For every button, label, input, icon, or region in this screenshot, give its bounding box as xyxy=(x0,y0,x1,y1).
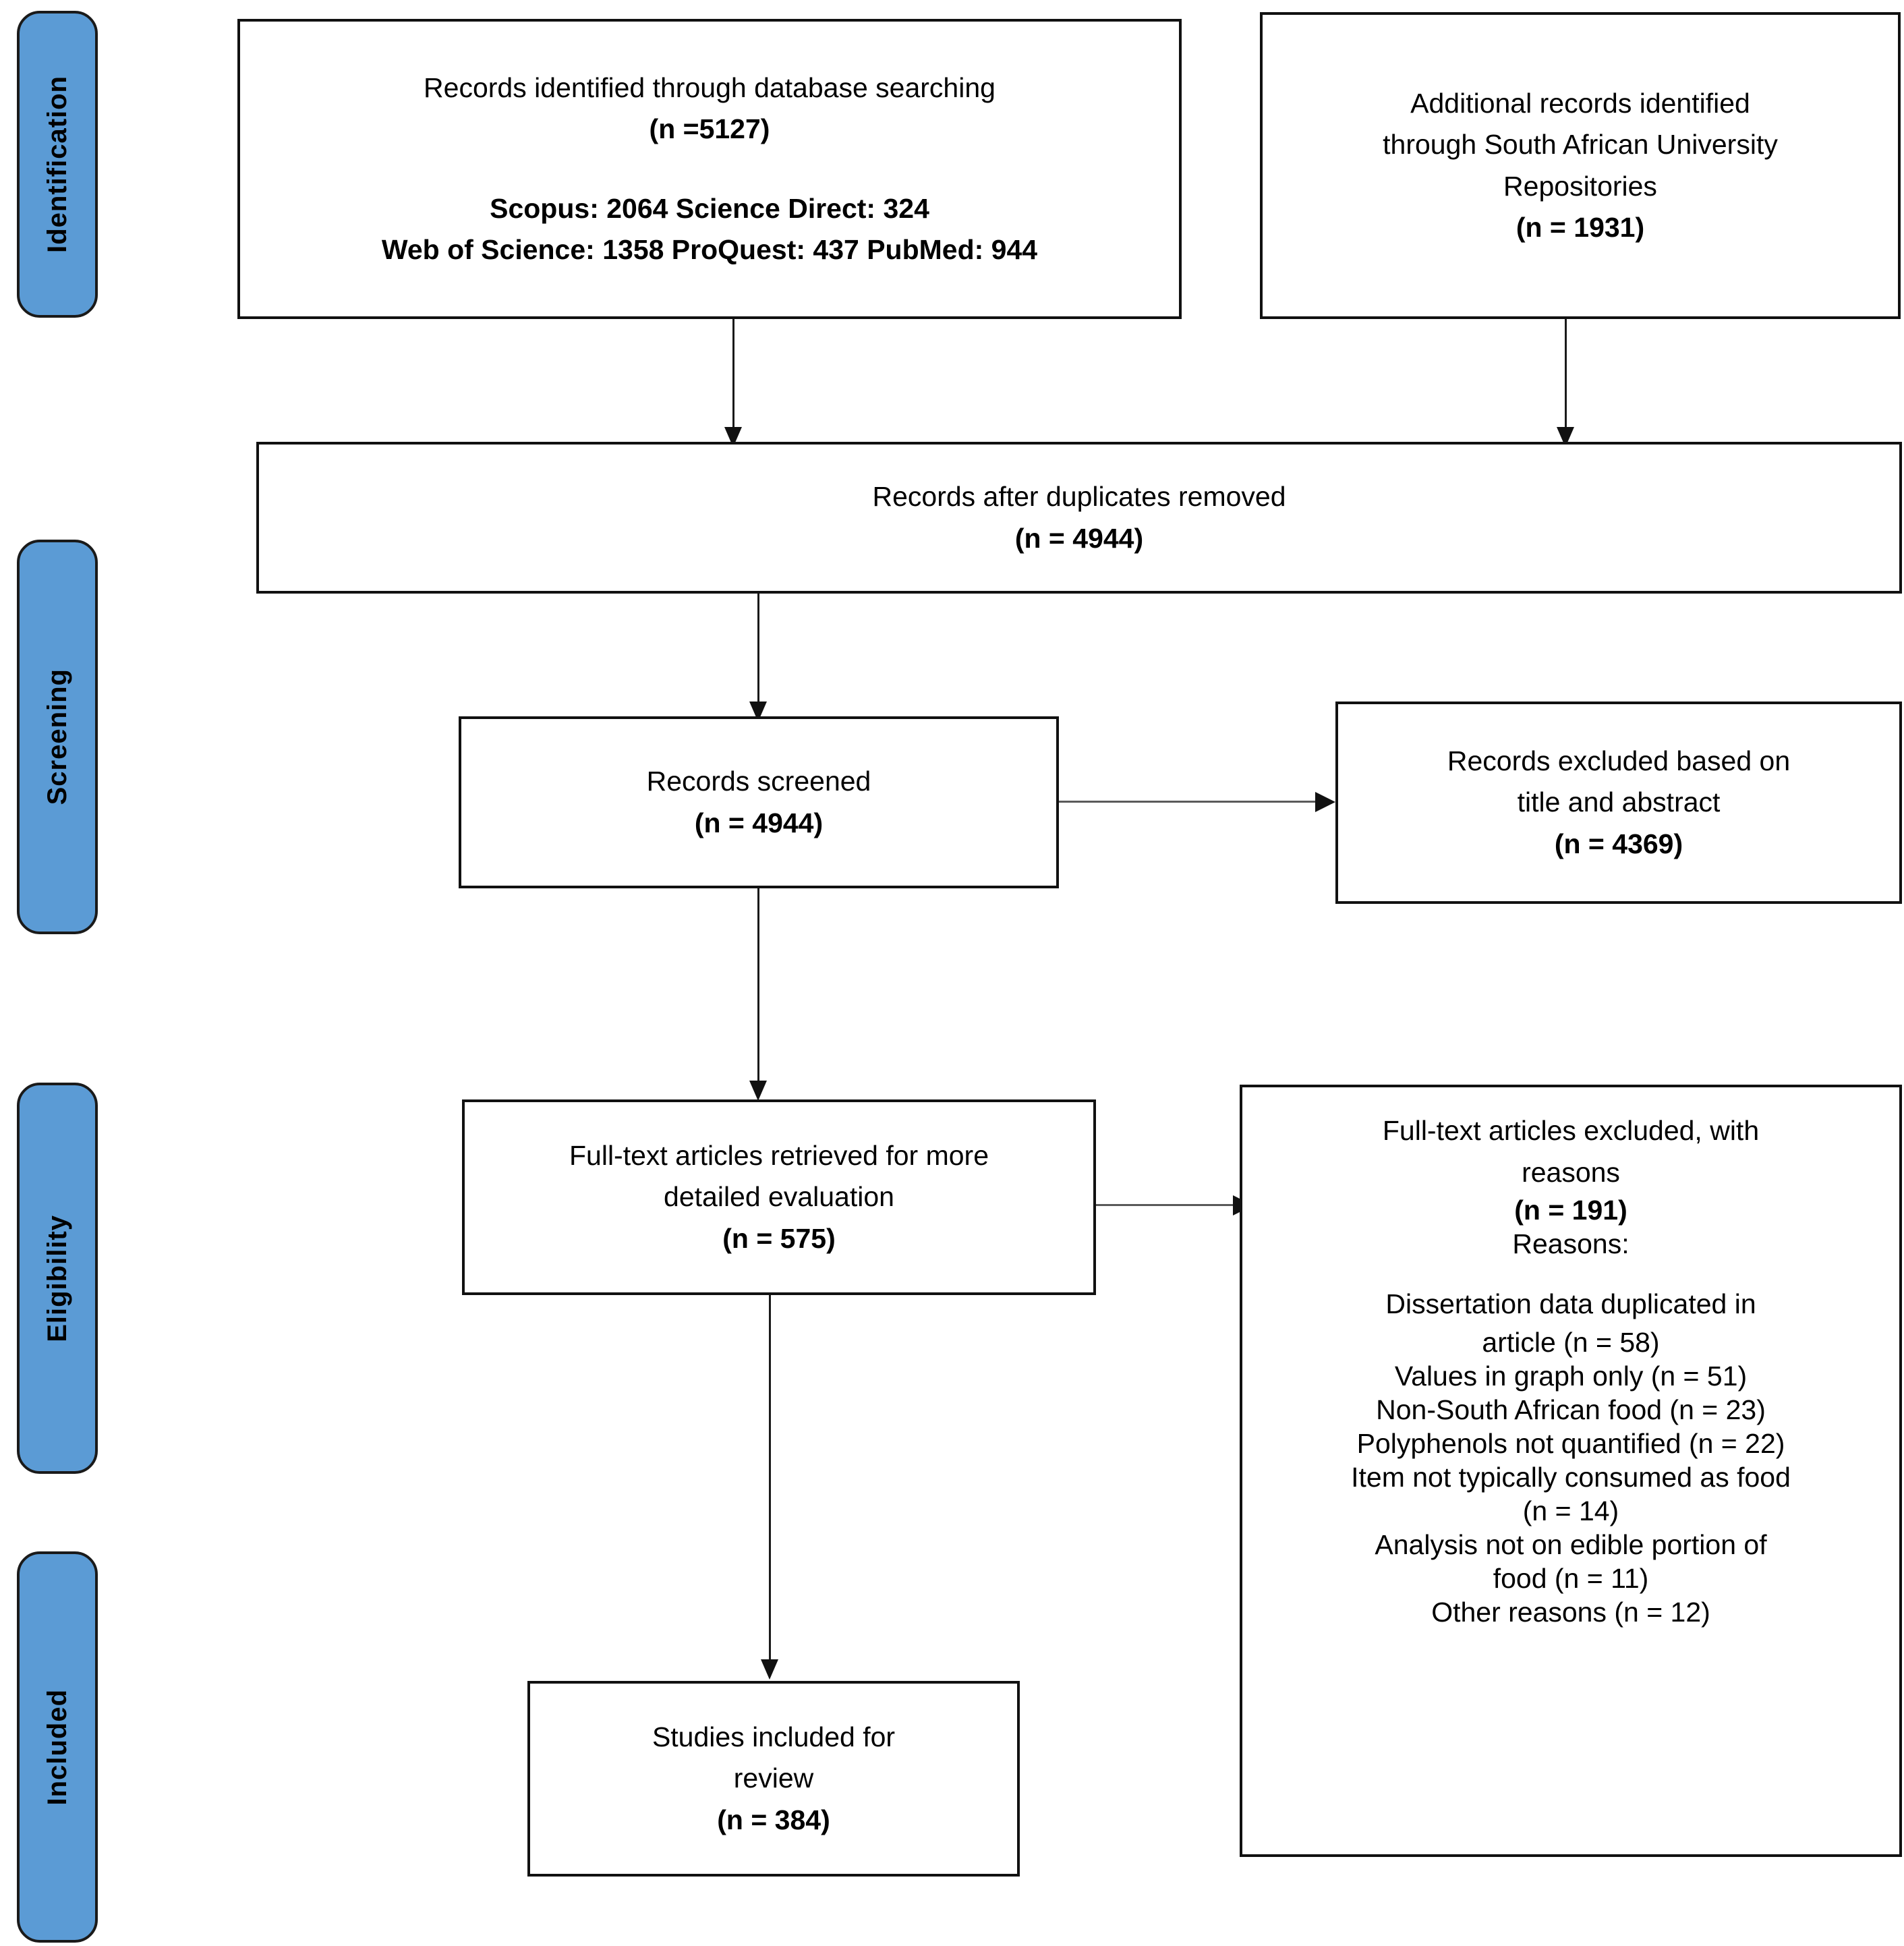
exclusion-reason-line: Non-South African food (n = 23) xyxy=(1376,1394,1766,1425)
fulltext-excluded-reasons-header: Reasons: xyxy=(1512,1228,1629,1260)
database-search-count: (n =5127) xyxy=(649,113,770,144)
connector-duplicates-to-screened xyxy=(757,594,759,712)
box-studies-included: Studies included for review (n = 384) xyxy=(527,1681,1020,1877)
stage-label-screening: Screening xyxy=(42,668,72,805)
fulltext-retrieved-count: (n = 575) xyxy=(722,1222,836,1254)
stage-label-included: Included xyxy=(42,1688,72,1806)
stage-pill-included: Included xyxy=(17,1551,98,1943)
stage-pill-screening: Screening xyxy=(17,540,98,934)
additional-records-line1: Additional records identified xyxy=(1410,87,1750,119)
box-records-excluded: Records excluded based on title and abst… xyxy=(1335,702,1902,904)
database-search-title: Records identified through database sear… xyxy=(424,71,996,103)
records-excluded-line2: title and abstract xyxy=(1517,786,1721,818)
box-additional-records: Additional records identified through So… xyxy=(1260,12,1901,319)
connector-fulltext-to-included xyxy=(769,1295,771,1669)
exclusion-reason-line: Item not typically consumed as food xyxy=(1351,1461,1791,1493)
fulltext-excluded-line1: Full-text articles excluded, with xyxy=(1382,1115,1760,1146)
studies-included-line2: review xyxy=(733,1763,814,1794)
database-search-sources-line1: Scopus: 2064 Science Direct: 324 xyxy=(490,192,929,224)
connector-fulltext-to-exclusions xyxy=(1096,1204,1234,1206)
box-fulltext-retrieved: Full-text articles retrieved for more de… xyxy=(462,1099,1096,1295)
connector-screened-to-excluded xyxy=(1059,801,1315,803)
exclusion-reason-line: Values in graph only (n = 51) xyxy=(1394,1360,1748,1392)
records-screened-title: Records screened xyxy=(646,766,871,797)
exclusion-reason-line: (n = 14) xyxy=(1522,1495,1619,1526)
fulltext-retrieved-line1: Full-text articles retrieved for more xyxy=(569,1139,989,1171)
connector-additional-to-duplicates xyxy=(1565,319,1567,437)
exclusion-reason-line: Dissertation data duplicated in xyxy=(1385,1288,1756,1320)
arrowhead-screened-to-fulltext xyxy=(749,1081,767,1101)
exclusion-reason-line: food (n = 11) xyxy=(1493,1562,1649,1594)
exclusion-reason-line: article (n = 58) xyxy=(1482,1326,1660,1358)
records-excluded-count: (n = 4369) xyxy=(1554,828,1683,859)
connector-screened-to-fulltext xyxy=(757,888,759,1091)
database-search-sources-line2: Web of Science: 1358 ProQuest: 437 PubMe… xyxy=(381,234,1038,265)
arrowhead-fulltext-to-included xyxy=(761,1659,778,1680)
exclusion-reason-line: Analysis not on edible portion of xyxy=(1375,1528,1767,1560)
duplicates-removed-title: Records after duplicates removed xyxy=(872,481,1286,512)
studies-included-line1: Studies included for xyxy=(652,1721,896,1752)
box-fulltext-excluded-reasons: Full-text articles excluded, with reason… xyxy=(1240,1085,1902,1857)
box-records-screened: Records screened (n = 4944) xyxy=(459,716,1059,888)
duplicates-removed-count: (n = 4944) xyxy=(1014,522,1144,554)
stage-label-identification: Identification xyxy=(42,76,72,253)
stage-pill-eligibility: Eligibility xyxy=(17,1083,98,1474)
records-excluded-line1: Records excluded based on xyxy=(1447,745,1791,776)
stage-label-eligibility: Eligibility xyxy=(42,1214,72,1342)
records-screened-count: (n = 4944) xyxy=(694,807,824,838)
exclusion-reason-line: Other reasons (n = 12) xyxy=(1431,1596,1710,1628)
fulltext-excluded-line2: reasons xyxy=(1522,1156,1620,1188)
additional-records-line3: Repositories xyxy=(1503,170,1657,202)
fulltext-excluded-count: (n = 191) xyxy=(1514,1195,1627,1226)
stage-pill-identification: Identification xyxy=(17,11,98,318)
connector-database-to-duplicates xyxy=(732,319,734,437)
fulltext-retrieved-line2: detailed evaluation xyxy=(664,1181,894,1213)
additional-records-line2: through South African University xyxy=(1383,129,1778,160)
box-records-identified-database: Records identified through database sear… xyxy=(237,19,1182,319)
arrowhead-screened-to-excluded xyxy=(1315,792,1335,812)
studies-included-count: (n = 384) xyxy=(717,1804,830,1835)
additional-records-count: (n = 1931) xyxy=(1516,212,1645,243)
exclusion-reason-line: Polyphenols not quantified (n = 22) xyxy=(1356,1427,1785,1459)
box-duplicates-removed: Records after duplicates removed (n = 49… xyxy=(256,442,1902,594)
